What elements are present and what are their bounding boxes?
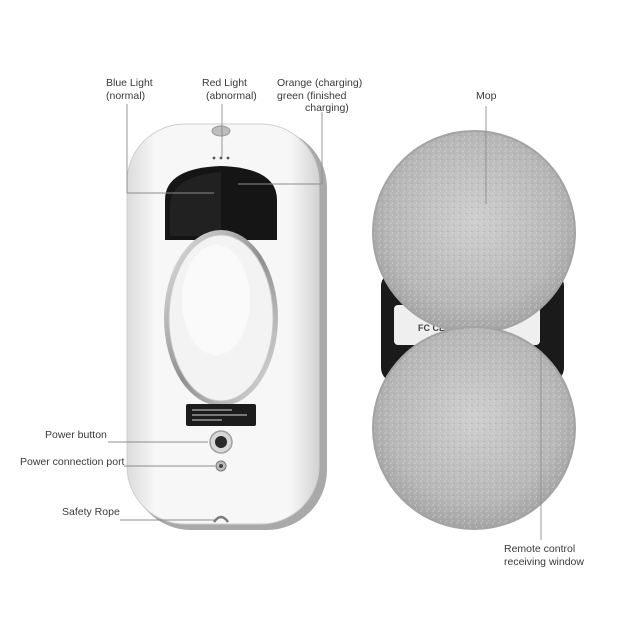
label-safety-rope: Safety Rope (62, 506, 120, 518)
label-power-connection-port: Power connection port (20, 456, 125, 468)
top-sensor (211, 125, 231, 137)
label-red-light: Red Light (abnormal) (202, 77, 257, 102)
label-power-button: Power button (45, 429, 107, 441)
indicator-light-blue (212, 156, 216, 160)
label-blue-light: Blue Light (normal) (106, 77, 153, 102)
power-icon (215, 436, 227, 448)
leader-lines-left (108, 104, 323, 521)
indicator-light-red (219, 156, 223, 160)
leader-lines-right (485, 106, 542, 540)
safety-rope-hook (212, 515, 230, 523)
label-orange-green: Orange (charging) green (finished chargi… (277, 77, 363, 114)
indicator-light-orange (226, 156, 230, 160)
label-remote-control-window: Remote control receiving window (504, 543, 584, 568)
label-mop: Mop (476, 90, 497, 102)
robot-back-view: FC CE (372, 130, 576, 530)
back-mark: FC CE (418, 323, 445, 333)
robot-front-view (126, 123, 327, 530)
